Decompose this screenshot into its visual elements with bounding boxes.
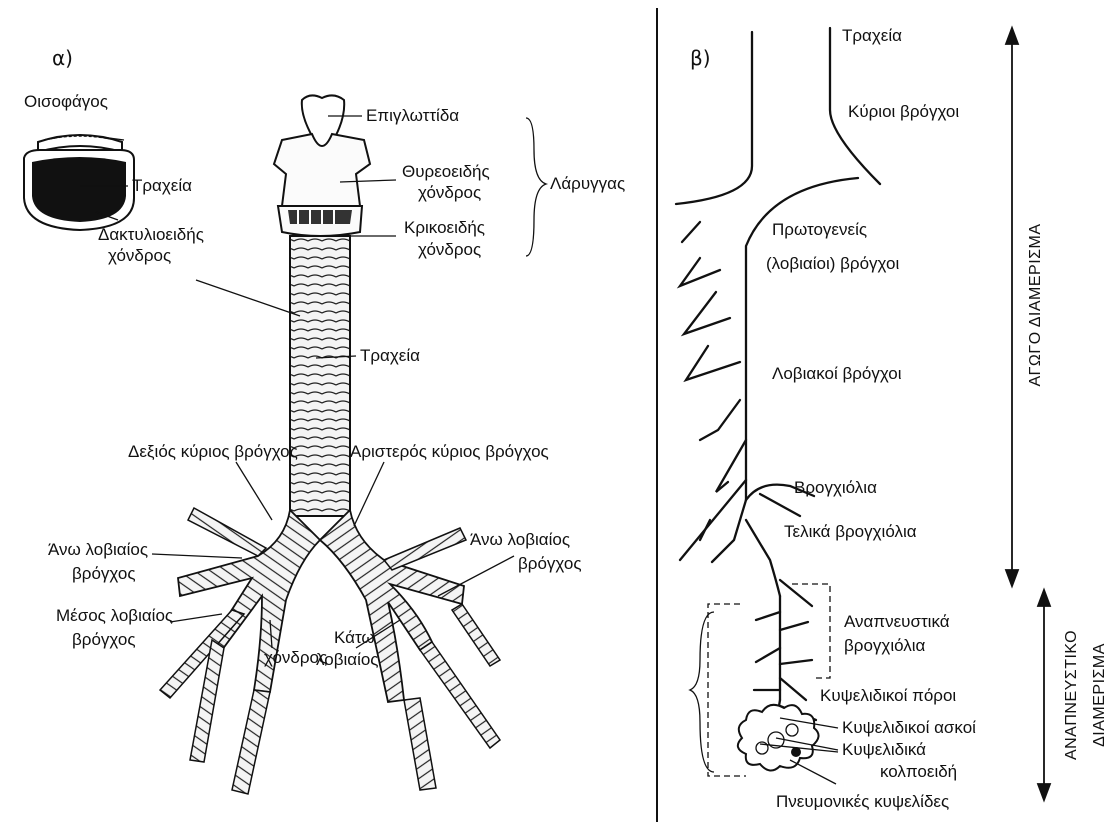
label-b-primary-2: (λοβιαίοι) βρόγχοι xyxy=(766,254,899,274)
label-left-upper-lobe-1: Άνω λοβιαίος xyxy=(470,530,570,550)
alveolar-sac-cluster xyxy=(738,705,819,771)
label-b-alveolar-sacs: Κυψελιδικοί ασκοί xyxy=(842,718,976,738)
label-ring-cartilage-1: Δακτυλιοειδής xyxy=(98,225,204,245)
label-b-resp-2: βρογχιόλια xyxy=(844,636,925,656)
label-thyroid-1: Θυρεοειδής xyxy=(402,162,490,182)
label-right-upper-lobe-2: βρόγχος xyxy=(72,564,136,584)
panel-b-letter: β) xyxy=(690,46,711,70)
label-b-alveolar-pouch-2: κολποειδή xyxy=(880,762,957,782)
zone-label-respiratory-1: ΑΝΑΠΝΕΥΣΤΙΚΟ xyxy=(1063,625,1081,765)
label-middle-lobe-2: βρόγχος xyxy=(72,630,136,650)
label-trachea: Τραχεία xyxy=(360,346,420,366)
label-cartilage: χόνδρος xyxy=(264,648,327,668)
label-trachea-cross: Τραχεία xyxy=(132,176,192,196)
label-b-alveolar-ducts: Κυψελιδικοί πόροι xyxy=(820,686,956,706)
cricoid-cartilage xyxy=(278,206,362,236)
label-b-main-bronchi: Κύριοι βρόγχοι xyxy=(848,102,959,122)
label-b-lobar: Λοβιακοί βρόγχοι xyxy=(772,364,902,384)
label-right-upper-lobe-1: Άνω λοβιαίος xyxy=(48,540,148,560)
label-b-trachea: Τραχεία xyxy=(842,26,902,46)
label-left-upper-lobe-2: βρόγχος xyxy=(518,554,582,574)
label-middle-lobe-1: Μέσος λοβιαίος xyxy=(56,606,173,626)
zone-label-conducting: ΑΓΩΓΟ ΔΙΑΜΕΡΙΣΜΑ xyxy=(1027,215,1045,395)
label-b-primary-1: Πρωτογενείς xyxy=(772,220,867,240)
esophagus-cross-section xyxy=(24,135,134,230)
label-cricoid-2: χόνδρος xyxy=(418,240,481,260)
label-right-main-bronchus: Δεξιός κύριος βρόγχος xyxy=(128,442,298,462)
label-b-alveolar-pouch-1: Κυψελιδικά xyxy=(842,740,926,760)
label-left-main-bronchus: Αριστερός κύριος βρόγχος xyxy=(350,442,549,462)
label-cricoid-1: Κρικοειδής xyxy=(404,218,485,238)
label-b-resp-1: Αναπνευστικά xyxy=(844,612,950,632)
label-thyroid-2: χόνδρος xyxy=(418,183,481,203)
label-lower-lobe-1: Κάτω xyxy=(334,628,375,648)
zone-arrows xyxy=(1006,28,1050,800)
label-b-bronchioles: Βρογχιόλια xyxy=(794,478,877,498)
label-larynx: Λάρυγγας xyxy=(550,174,625,194)
trachea-tube xyxy=(290,236,350,516)
label-epiglottis: Επιγλωττίδα xyxy=(366,106,459,126)
panel-a-letter: α) xyxy=(52,46,73,70)
zone-label-respiratory-2: ΔΙΑΜΕΡΙΣΜΑ xyxy=(1091,635,1109,755)
label-b-alveoli: Πνευμονικές κυψελίδες xyxy=(776,792,949,812)
label-ring-cartilage-2: χόνδρος xyxy=(108,246,171,266)
label-esophagus: Οισοφάγος xyxy=(24,92,108,112)
label-b-terminal: Τελικά βρογχιόλια xyxy=(784,522,917,542)
